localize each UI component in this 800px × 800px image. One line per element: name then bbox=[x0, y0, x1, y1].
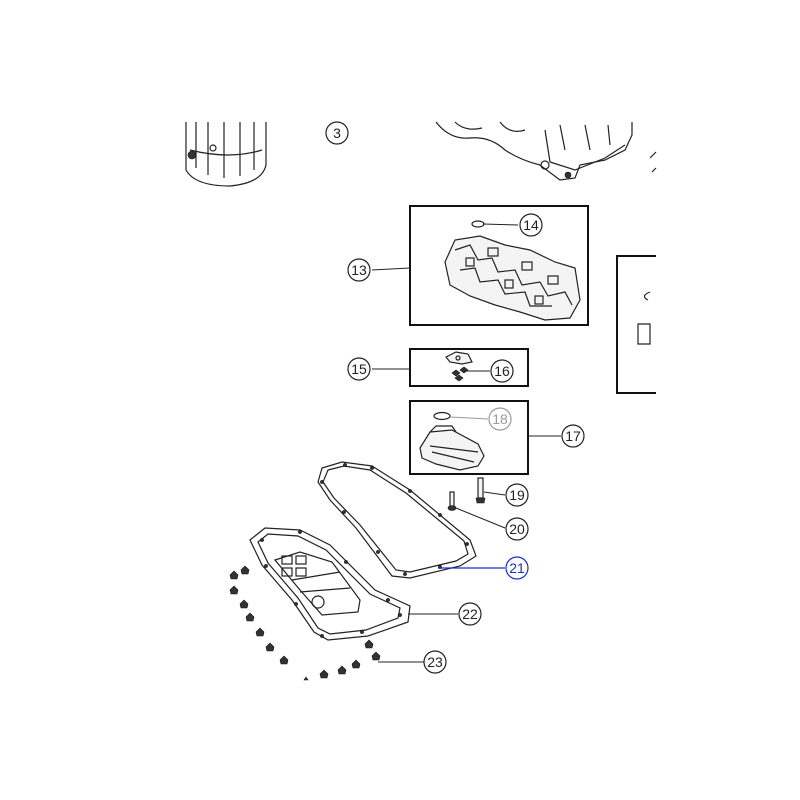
callout-23[interactable]: 23 bbox=[423, 650, 447, 674]
callout-13[interactable]: 13 bbox=[347, 258, 371, 282]
leader-19 bbox=[483, 491, 506, 496]
callout-17-label: 17 bbox=[565, 428, 581, 444]
callout-21-label: 21 bbox=[509, 560, 525, 576]
callout-23-label: 23 bbox=[427, 654, 443, 670]
leader-lines bbox=[371, 223, 561, 663]
bolt-20-part bbox=[447, 491, 457, 511]
o-ring-14-part bbox=[471, 220, 485, 228]
callout-19[interactable]: 19 bbox=[505, 483, 529, 507]
callout-14[interactable]: 14 bbox=[519, 213, 543, 237]
oil-pan-22-part bbox=[249, 527, 411, 641]
callout-18[interactable]: 18 bbox=[488, 407, 512, 431]
callout-15[interactable]: 15 bbox=[347, 357, 371, 381]
callout-20-label: 20 bbox=[509, 521, 525, 537]
callout-18-label: 18 bbox=[492, 411, 508, 427]
callout-13-label: 13 bbox=[351, 262, 367, 278]
callout-3-label: 3 bbox=[333, 125, 341, 141]
valve-body-part bbox=[444, 235, 581, 321]
torque-converter-part bbox=[185, 122, 267, 187]
callout-19-label: 19 bbox=[509, 487, 525, 503]
bracket-part bbox=[445, 351, 473, 365]
filter-seal-18-part bbox=[433, 411, 451, 421]
adjacent-part-box bbox=[616, 255, 656, 394]
filter-17-part bbox=[419, 425, 485, 471]
callout-20[interactable]: 20 bbox=[505, 517, 529, 541]
callout-21[interactable]: 21 bbox=[505, 556, 529, 580]
leader-18 bbox=[449, 416, 489, 420]
bolt-19-part bbox=[475, 477, 486, 504]
filter-box bbox=[409, 400, 529, 475]
leader-13 bbox=[371, 267, 411, 271]
callout-16-label: 16 bbox=[494, 363, 510, 379]
pan-bolts-23-part bbox=[229, 565, 381, 681]
leader-20 bbox=[455, 507, 506, 529]
callout-22-label: 22 bbox=[462, 606, 478, 622]
callout-3[interactable]: 3 bbox=[325, 121, 349, 145]
leader-14 bbox=[482, 223, 519, 226]
valve-body-box bbox=[409, 205, 589, 326]
callout-15-label: 15 bbox=[351, 361, 367, 377]
pan-gasket-21-part bbox=[317, 461, 477, 579]
callout-17[interactable]: 17 bbox=[561, 424, 585, 448]
callout-14-label: 14 bbox=[523, 217, 539, 233]
bolts-16-part bbox=[451, 366, 469, 382]
callout-22[interactable]: 22 bbox=[458, 602, 482, 626]
bracket-box bbox=[409, 348, 529, 387]
transmission-case-part bbox=[435, 121, 657, 181]
callout-16[interactable]: 16 bbox=[490, 359, 514, 383]
